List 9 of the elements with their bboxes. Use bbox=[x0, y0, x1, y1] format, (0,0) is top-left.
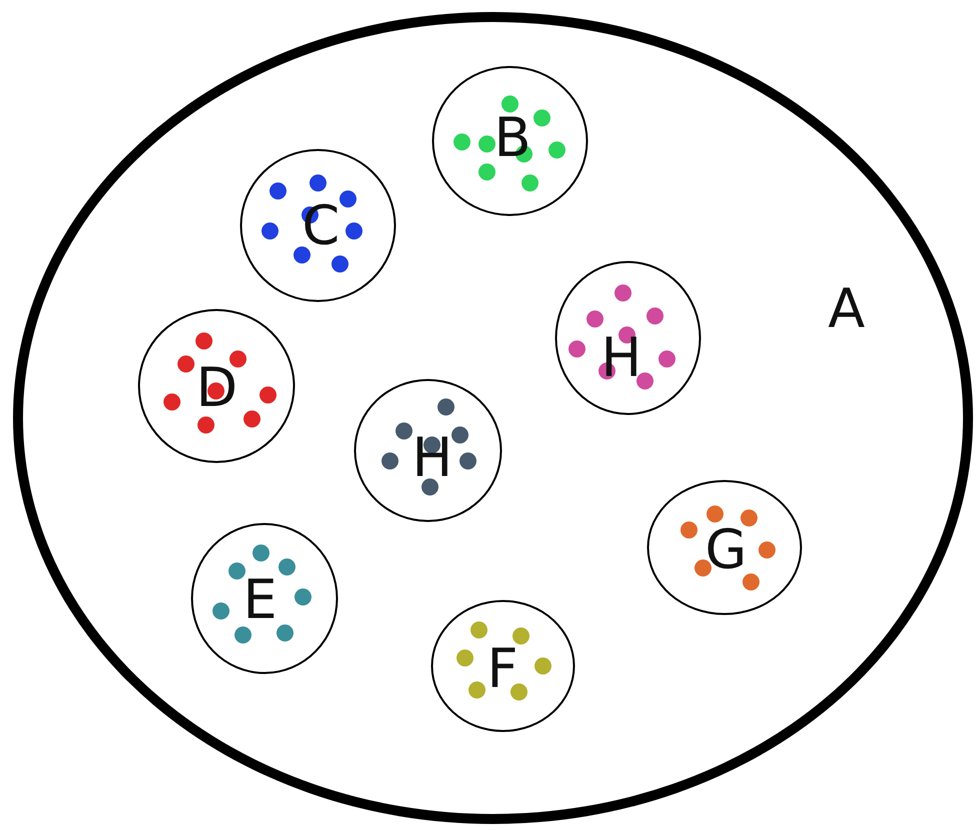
set-label: D bbox=[196, 361, 238, 415]
set-label: A bbox=[828, 282, 865, 336]
set-label: H bbox=[601, 331, 642, 385]
set-label: E bbox=[243, 573, 278, 627]
set-label: B bbox=[494, 111, 532, 165]
set-label: G bbox=[705, 523, 747, 577]
set-label: C bbox=[302, 199, 340, 253]
set-label: F bbox=[487, 642, 518, 696]
set-label: H bbox=[412, 431, 453, 485]
